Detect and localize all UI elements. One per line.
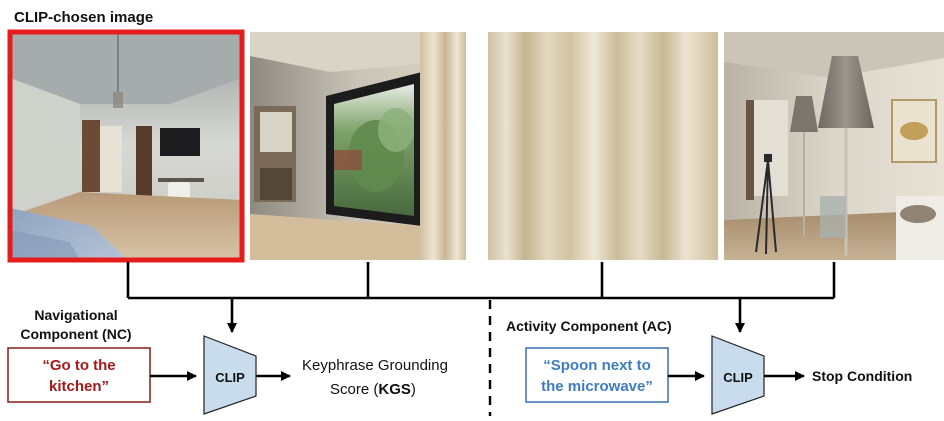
activity-clip-label: CLIP xyxy=(723,370,753,385)
activity-instruction-line2: the microwave” xyxy=(541,378,653,395)
kgs-abbrev: KGS xyxy=(378,381,411,398)
panel-window-image xyxy=(250,32,466,260)
activity-clip-encoder-shape xyxy=(711,335,765,415)
nav-component-title-line1: Navigational xyxy=(34,307,117,323)
panel-lamp-bedroom-image xyxy=(724,32,944,260)
kgs-label-line2: Score (KGS) xyxy=(330,381,416,398)
chosen-image-label: CLIP-chosen image xyxy=(14,9,153,26)
selected-highlight-border xyxy=(7,29,245,263)
kgs-prefix: Score ( xyxy=(330,381,378,398)
activity-component-title: Activity Component (AC) xyxy=(506,318,672,334)
nav-component-title-line2: Component (NC) xyxy=(20,326,131,342)
nav-clip-encoder-shape xyxy=(203,335,257,415)
activity-instruction-box xyxy=(525,347,669,403)
kgs-label-line1: Keyphrase Grounding xyxy=(302,357,448,374)
panel-bedroom-image xyxy=(10,32,242,260)
stop-condition-label: Stop Condition xyxy=(812,368,912,384)
nav-instruction-box xyxy=(7,347,151,403)
kgs-suffix: ) xyxy=(411,381,416,398)
nav-clip-label: CLIP xyxy=(215,370,245,385)
nav-instruction-line1: “Go to the xyxy=(42,357,115,374)
connector-lines xyxy=(126,262,836,300)
panel-curtain-image xyxy=(488,32,718,260)
nav-instruction-line2: kitchen” xyxy=(49,378,109,395)
activity-instruction-line1: “Spoon next to xyxy=(543,357,651,374)
